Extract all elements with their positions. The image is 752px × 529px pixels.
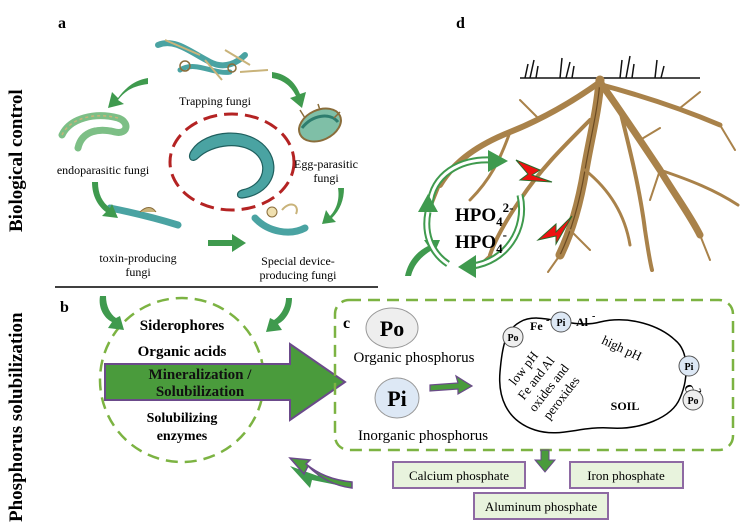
pi-small-badge-top — [550, 311, 572, 333]
label-hpo4-minus: HPO4- — [455, 227, 507, 256]
special-device-icon — [251, 203, 309, 236]
trapping-fungi-icon — [155, 39, 269, 81]
central-nematode-icon — [188, 132, 275, 199]
soil-blob — [498, 317, 687, 434]
label-soil: SOIL — [611, 399, 640, 413]
label-aluminum-phosphate: Aluminum phosphate — [485, 499, 598, 514]
label-calcium-phosphate: Calcium phosphate — [409, 468, 509, 483]
calcium-phosphate-box — [392, 461, 526, 489]
side-label-biological-control: Biological control — [6, 89, 27, 232]
phosphorus-box — [333, 298, 735, 452]
label-organic-acids: Organic acids — [138, 344, 227, 360]
panel-label-a: a — [58, 15, 66, 32]
panel-label-c: c — [343, 315, 350, 332]
to-soil-arrow — [429, 374, 474, 396]
grass-tufts — [520, 55, 700, 79]
pi-small-badge-right — [678, 355, 700, 377]
return-arrow — [288, 457, 353, 489]
label-po-small-left: Po — [507, 333, 518, 344]
label-solubilization: Solubilization — [156, 384, 245, 400]
to-products-arrow — [533, 449, 557, 473]
label-special-device-2: producing fungi — [260, 268, 338, 282]
cycle-arrows — [92, 72, 344, 252]
label-pi-small-top: Pi — [557, 318, 566, 329]
iron-phosphate-box — [569, 461, 684, 489]
label-mineralization: Mineralization / — [149, 367, 253, 383]
toxin-producing-icon — [106, 204, 182, 229]
side-label-phosphorus-solubilization: Phosphorus solubilization — [6, 312, 27, 522]
nematode-ellipse — [168, 112, 296, 212]
label-fe: Fe — [530, 319, 543, 333]
label-hpo4-2minus: HPO42- — [455, 200, 514, 229]
label-enzymes: enzymes — [157, 429, 208, 444]
label-toxin-producing-2: fungi — [125, 265, 151, 279]
egg-parasitic-icon — [298, 103, 342, 143]
label-al: Al — [576, 315, 589, 329]
po-badge — [365, 307, 419, 349]
mineralization-arrow — [104, 342, 347, 422]
po-small-badge-right — [682, 389, 704, 411]
label-egg-parasitic-2: fungi — [313, 171, 339, 185]
label-po: Po — [380, 316, 404, 341]
label-trapping-fungi: Trapping fungi — [179, 94, 252, 108]
label-al-charge: - — [592, 311, 595, 322]
recycle-arrowheads — [418, 150, 508, 278]
panel-label-d: d — [456, 15, 465, 32]
label-fe-charge: - — [546, 315, 549, 326]
label-iron-phosphate: Iron phosphate — [587, 468, 665, 483]
lightning-icon-bottom — [536, 215, 573, 246]
label-inorganic-phosphorus: Inorganic phosphorus — [358, 428, 488, 444]
label-endoparasitic-fungi: endoparasitic fungi — [57, 163, 150, 177]
label-po-small-right: Po — [687, 396, 698, 407]
label-special-device-1: Special device- — [261, 254, 335, 268]
panel-label-b: b — [60, 299, 69, 316]
po-small-badge-left — [502, 326, 524, 348]
label-pi-small-right: Pi — [685, 362, 694, 373]
endoparasitic-icon — [58, 112, 130, 152]
lightning-icon-top — [515, 159, 553, 183]
label-siderophores: Siderophores — [140, 318, 225, 334]
label-pi: Pi — [387, 386, 407, 411]
aluminum-phosphate-box — [473, 492, 609, 520]
label-solubilizing: Solubilizing — [147, 411, 218, 426]
pi-badge — [374, 377, 420, 419]
recycle-arrows-inner — [425, 158, 523, 268]
label-egg-parasitic-1: Egg-parasitic — [294, 157, 358, 171]
label-toxin-producing-1: toxin-producing — [99, 251, 176, 265]
label-organic-phosphorus: Organic phosphorus — [354, 350, 475, 366]
